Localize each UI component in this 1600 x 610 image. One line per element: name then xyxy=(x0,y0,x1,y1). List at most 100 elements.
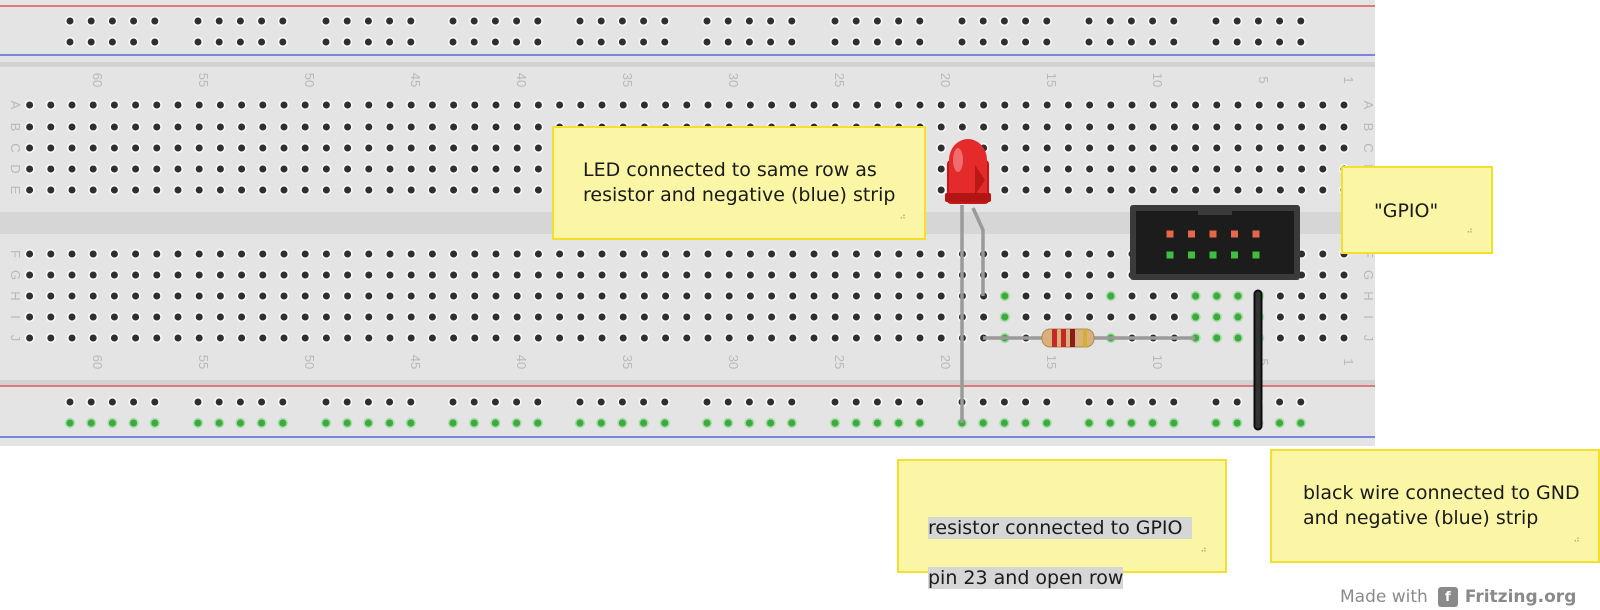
rail-hole xyxy=(1274,396,1285,408)
rail-hole xyxy=(1168,417,1179,429)
breadboard-hole xyxy=(1275,121,1286,133)
rail-hole xyxy=(86,36,97,48)
breadboard-hole xyxy=(427,248,438,260)
breadboard-hole xyxy=(1211,184,1222,196)
breadboard-hole xyxy=(194,142,205,154)
breadboard-hole xyxy=(384,269,396,281)
row-letter-right: J xyxy=(1361,335,1376,342)
rail-hole xyxy=(1295,15,1306,27)
breadboard-hole xyxy=(1063,290,1074,302)
rail-hole xyxy=(999,417,1010,429)
breadboard-hole xyxy=(808,311,820,323)
breadboard-hole xyxy=(278,290,290,302)
resize-grip-icon[interactable]: ⠴ xyxy=(1200,545,1207,555)
rail-hole xyxy=(617,15,628,27)
breadboard-hole xyxy=(512,142,523,154)
breadboard-hole xyxy=(448,99,459,111)
breadboard-hole xyxy=(194,99,205,111)
breadboard-hole xyxy=(808,99,820,111)
note-resistor-line-2: pin 23 and open row xyxy=(928,567,1124,589)
breadboard-hole xyxy=(342,269,353,281)
rail-hole xyxy=(914,417,925,429)
breadboard-hole xyxy=(1317,142,1328,154)
header-pin xyxy=(1209,230,1217,238)
breadboard-hole xyxy=(1317,248,1328,260)
rail-hole xyxy=(659,36,670,48)
resize-grip-icon[interactable]: ⠴ xyxy=(899,212,906,222)
row-letter-left: F xyxy=(8,250,23,258)
rail-hole xyxy=(1105,15,1116,27)
breadboard-hole xyxy=(1126,311,1138,323)
breadboard-hole xyxy=(384,290,396,302)
rail-hole xyxy=(149,15,160,27)
breadboard-hole xyxy=(384,332,396,344)
rail-hole xyxy=(256,396,267,408)
breadboard-hole xyxy=(660,99,671,111)
breadboard-hole xyxy=(24,142,35,154)
breadboard-hole xyxy=(1042,99,1053,111)
breadboard-hole xyxy=(1105,184,1116,196)
rail-hole xyxy=(1232,36,1243,48)
resize-grip-icon[interactable]: ⠴ xyxy=(1573,535,1580,545)
breadboard-hole xyxy=(151,121,162,133)
breadboard-hole xyxy=(130,142,141,154)
breadboard-hole xyxy=(194,269,205,281)
row-letter-left: E xyxy=(8,186,23,195)
breadboard-hole xyxy=(321,184,332,196)
resize-grip-icon[interactable]: ⠴ xyxy=(1466,226,1473,236)
breadboard-hole xyxy=(194,311,205,323)
breadboard-hole xyxy=(448,184,459,196)
note-resistor-line-1: resistor connected to GPIO xyxy=(928,517,1193,539)
rail-hole xyxy=(511,417,522,429)
breadboard-hole xyxy=(1126,290,1138,302)
breadboard-hole xyxy=(406,332,417,344)
breadboard-hole xyxy=(660,332,671,344)
breadboard-hole xyxy=(936,332,947,344)
breadboard-hole xyxy=(236,121,247,133)
footer-credit: Made with f Fritzing.org xyxy=(1340,584,1576,610)
rail-hole xyxy=(384,36,395,48)
breadboard-hole xyxy=(1190,142,1201,154)
rail-hole xyxy=(384,396,395,408)
rail-hole xyxy=(1126,36,1137,48)
breadboard-hole xyxy=(172,332,184,344)
breadboard-hole xyxy=(490,99,502,111)
row-letter-right: A xyxy=(1361,101,1376,110)
breadboard-hole xyxy=(936,142,947,154)
breadboard-hole xyxy=(88,163,99,175)
breadboard-hole xyxy=(194,184,205,196)
breadboard-hole xyxy=(851,99,862,111)
rail-hole xyxy=(1295,396,1306,408)
fritzing-brand-link[interactable]: Fritzing.org xyxy=(1464,587,1577,607)
breadboard-hole xyxy=(406,99,417,111)
breadboard-hole xyxy=(215,99,226,111)
breadboard-hole xyxy=(1126,121,1138,133)
breadboard-hole xyxy=(1126,99,1138,111)
breadboard-hole xyxy=(236,248,247,260)
row-letter-left: B xyxy=(8,123,23,132)
rail-hole xyxy=(128,15,139,27)
rail-hole xyxy=(999,396,1010,408)
breadboard-hole xyxy=(257,99,268,111)
breadboard-hole xyxy=(681,99,692,111)
breadboard-hole xyxy=(1020,184,1032,196)
breadboard-hole xyxy=(533,290,544,302)
column-number-bottom: 60 xyxy=(90,355,105,369)
breadboard-hole xyxy=(236,311,247,323)
breadboard-hole xyxy=(469,121,480,133)
breadboard-hole xyxy=(1063,184,1074,196)
breadboard-hole xyxy=(384,99,396,111)
breadboard-hole xyxy=(724,248,735,260)
breadboard-hole xyxy=(448,332,459,344)
rail-hole xyxy=(1232,417,1243,429)
breadboard-hole xyxy=(109,248,120,260)
breadboard-hole xyxy=(321,99,332,111)
breadboard-hole xyxy=(151,332,162,344)
breadboard-hole xyxy=(1190,121,1201,133)
breadboard-hole xyxy=(66,184,78,196)
rail-hole xyxy=(1147,36,1158,48)
rail-hole xyxy=(1147,417,1158,429)
breadboard-hole xyxy=(1296,142,1307,154)
rail-hole xyxy=(107,417,118,429)
breadboard-hole xyxy=(236,290,247,302)
